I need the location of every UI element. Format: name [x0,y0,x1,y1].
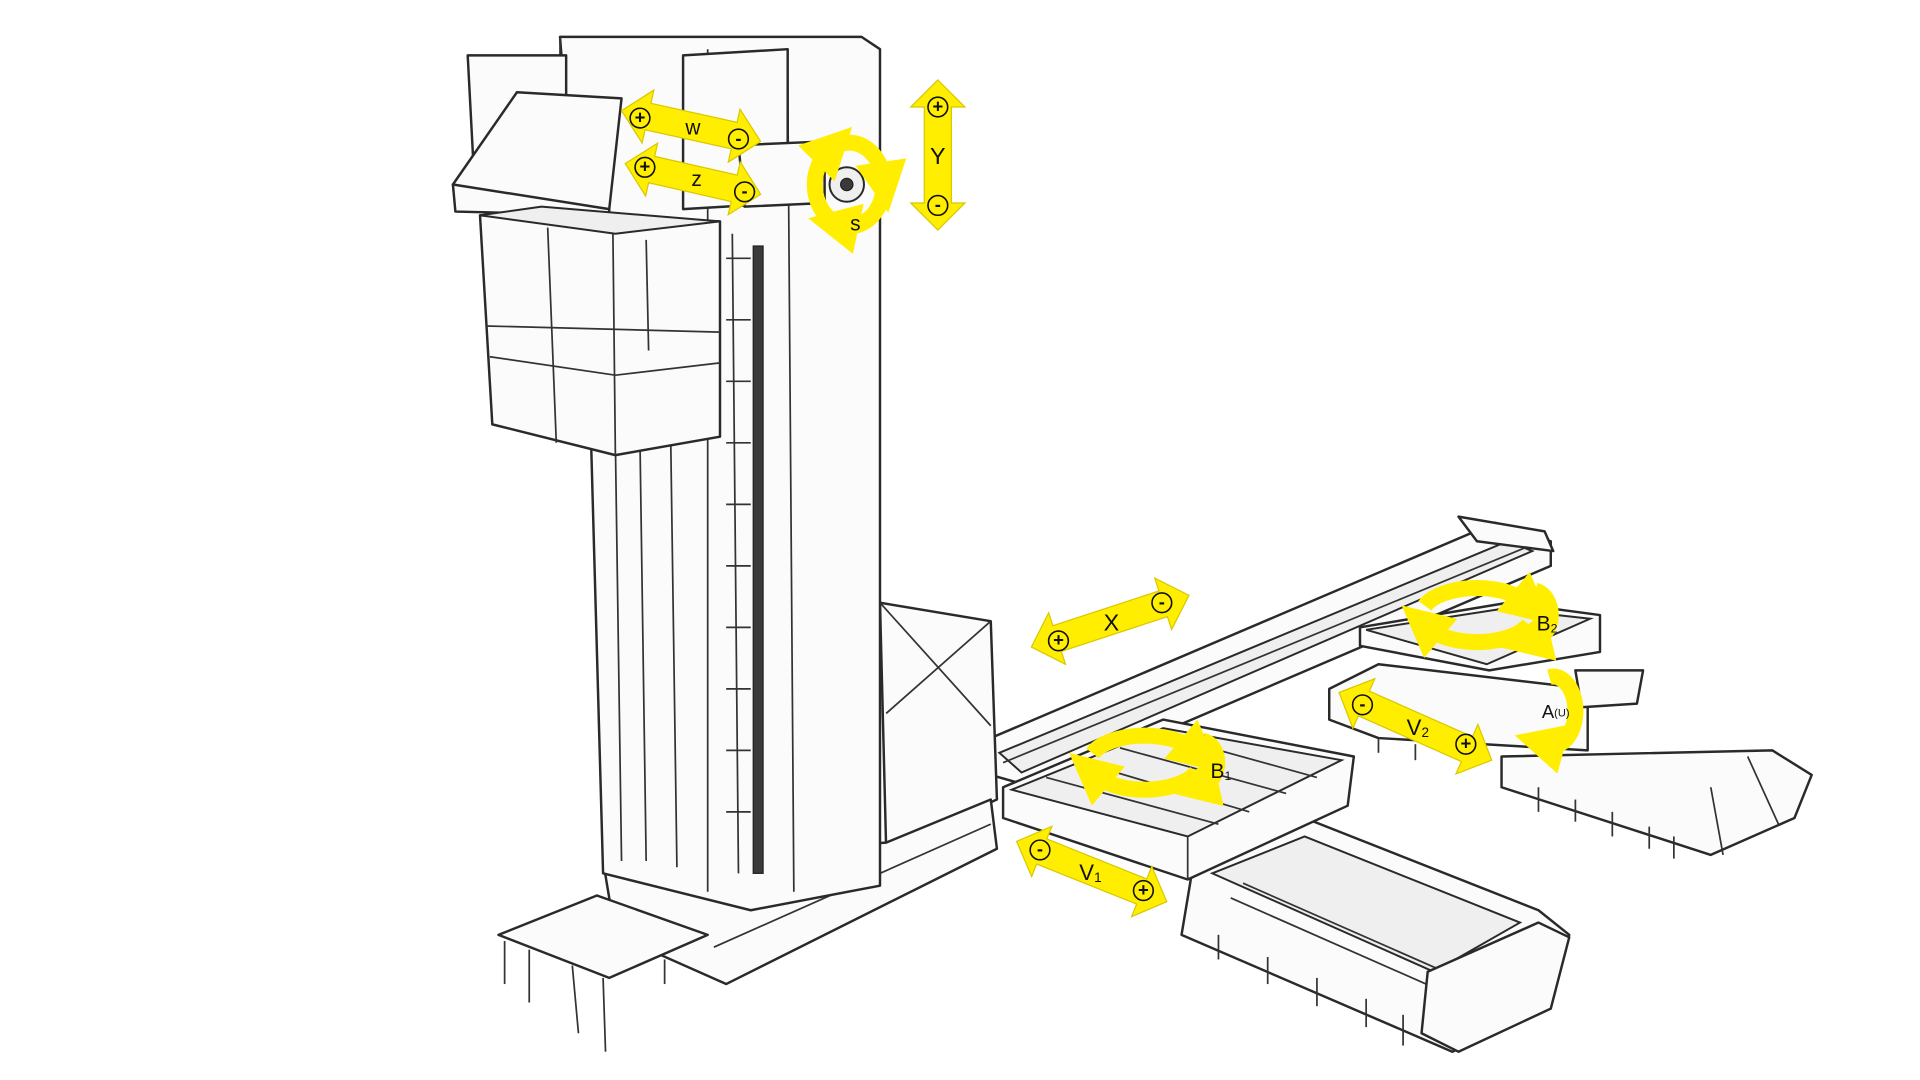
axis-v2-plus-sign: + [1455,732,1477,755]
leveling-feet-2 [1377,738,1675,859]
svg-text:+: + [640,156,651,177]
axis-v1-minus-sign: - [1029,838,1051,861]
axis-w-plus-sign: + [629,106,651,129]
axis-x-minus-sign: - [1151,591,1173,614]
operator-cabin [478,205,722,457]
rot-label-s: s [850,212,860,235]
svg-text:-: - [1359,693,1365,714]
rotary-arrow-a [1514,668,1584,774]
svg-text:+: + [1138,879,1149,900]
axis-label-z: z [691,168,701,191]
svg-text:-: - [935,194,941,215]
rot-label-b2: B2 [1537,612,1558,635]
access-platform [497,894,709,1052]
axis-arrow-y [909,79,967,231]
svg-text:+: + [1460,732,1471,753]
axis-v2-minus-sign: - [1351,693,1374,716]
linear-axis-arrows [620,79,1493,918]
axis-arrow-v2 [1338,677,1493,776]
svg-text:+: + [1053,629,1064,650]
axis-labels: w z Y X V1 V2 s B1 B2 A(U) [684,116,1569,884]
rot-label-b1: B1 [1211,760,1232,783]
x-axis-bed [989,515,1555,789]
ladder [726,257,751,813]
svg-text:+: + [932,95,943,116]
axis-z-plus-sign: + [634,156,656,178]
axis-arrow-w [620,88,762,164]
axis-arrow-v1 [1015,825,1168,918]
axis-label-y: Y [930,143,946,169]
axis-arrow-z [624,141,762,217]
rotary-arrow-b2 [1401,572,1559,661]
svg-text:-: - [1037,838,1043,859]
axis-y-plus-sign: + [927,95,949,118]
axis-label-v1: V1 [1079,860,1101,885]
axis-w-minus-sign: - [727,127,750,150]
axis-label-v2: V2 [1407,714,1429,739]
axis-y-minus-sign: - [927,194,949,217]
rotary-arrow-b1 [1069,719,1226,806]
axis-arrow-x [1030,576,1190,666]
axis-v1-plus-sign: + [1132,879,1155,902]
axis-direction-signs: + - + - + - + - + - + - [629,95,1477,902]
svg-text:-: - [742,180,748,201]
svg-text:-: - [735,127,741,148]
rotary-arrow-s [798,126,907,254]
svg-text:+: + [635,106,646,127]
axis-label-x: X [1104,609,1120,635]
svg-text:-: - [1159,591,1165,612]
rotary-axis-arrows [798,126,1584,806]
rot-label-a: A(U) [1542,700,1570,721]
axis-z-minus-sign: - [733,180,756,203]
axis-label-w: w [684,116,701,139]
v1-bed [1180,816,1571,1053]
axis-x-plus-sign: + [1047,629,1070,652]
